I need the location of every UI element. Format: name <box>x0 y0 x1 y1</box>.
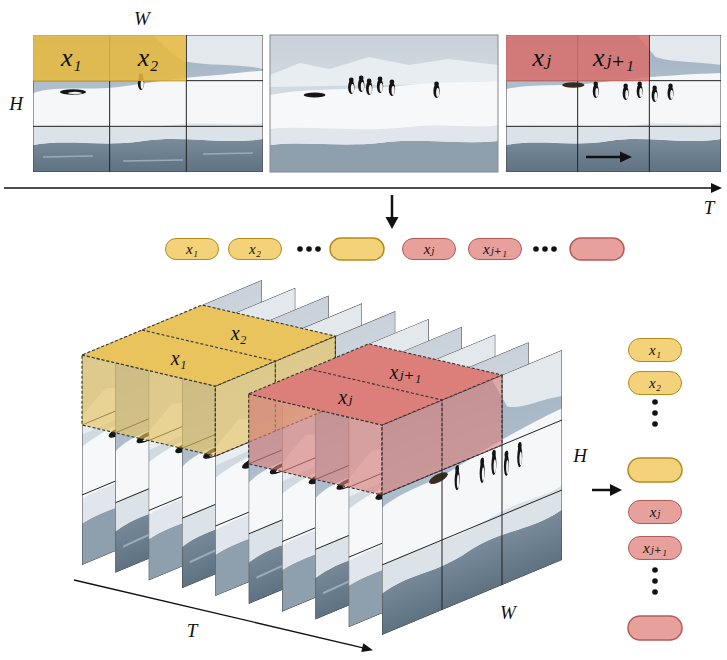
token-label: xⱼ₊₁ <box>483 242 507 257</box>
time-axis <box>74 580 363 648</box>
token-label: xⱼ₊₁ <box>593 45 634 71</box>
ellipsis-dot <box>551 246 557 252</box>
token-pill: xⱼ <box>402 238 456 260</box>
tubelet-top <box>249 344 502 425</box>
token-pill: xⱼ₊₁ <box>468 238 522 260</box>
frame-border <box>270 35 498 172</box>
tubelet-face: x₁ <box>168 346 190 370</box>
axis-label: H <box>9 94 23 113</box>
ellipsis-dot <box>652 399 658 405</box>
tubelet-face: xⱼ <box>335 385 355 409</box>
frame-stack <box>82 280 562 635</box>
video-frame <box>33 35 263 172</box>
video-frame <box>506 35 721 172</box>
motion-arrow <box>620 152 632 163</box>
axis-label: T <box>704 198 715 217</box>
patch-grid <box>33 35 263 172</box>
empty-token <box>330 238 384 260</box>
token-pill: x₁ <box>628 338 682 362</box>
token-label: x₂ <box>138 45 159 71</box>
token-label: x₂ <box>231 323 247 343</box>
flow-arrow <box>610 484 622 496</box>
tubelet-face: xⱼ₊₁ <box>386 360 424 384</box>
token-pill: x₁ <box>165 238 219 260</box>
empty-token <box>628 458 682 482</box>
token-column <box>628 399 682 640</box>
ellipsis-dot <box>297 246 303 252</box>
token-label: xⱼ <box>650 505 661 520</box>
axis-label: T <box>187 621 198 640</box>
patch-token: x₁ <box>33 35 110 81</box>
token-pill: x₂ <box>228 238 282 260</box>
flow-arrow <box>391 195 394 218</box>
tubelet-red <box>249 344 502 495</box>
token-label: x₁ <box>649 343 661 358</box>
ellipsis-dot <box>652 410 658 416</box>
ellipsis-dot <box>652 567 658 573</box>
ellipsis-dot <box>315 246 321 252</box>
tubelet-face: x₂ <box>228 321 250 345</box>
token-label: x₁ <box>186 242 198 257</box>
video-frames <box>33 35 721 172</box>
empty-token <box>570 238 624 260</box>
time-axis <box>4 187 713 188</box>
ellipsis-dot <box>652 589 658 595</box>
ellipsis-dot <box>542 246 548 252</box>
token-label: xⱼ₊₁ <box>643 541 667 556</box>
ellipsis-dot <box>533 246 539 252</box>
axis-label: W <box>134 9 150 28</box>
token-label: xⱼ₊₁ <box>389 362 421 382</box>
patch-grid <box>506 35 721 172</box>
time-axis <box>361 643 373 652</box>
token-label: x₁ <box>171 348 187 368</box>
ellipsis-dot <box>652 578 658 584</box>
video-frame <box>270 35 498 172</box>
patch-token: x₂ <box>110 35 187 81</box>
axis-label: W <box>500 603 516 622</box>
token-label: xⱼ <box>338 387 352 407</box>
flow-arrow <box>386 217 399 229</box>
token-label: xⱼ <box>533 45 551 71</box>
ellipsis-dot <box>306 246 312 252</box>
tubelet-divider <box>309 369 442 470</box>
flow-arrow <box>592 489 612 492</box>
token-label: x₂ <box>649 376 661 391</box>
time-axis <box>711 183 722 193</box>
token-label: x₂ <box>249 242 261 257</box>
token-pill: x₂ <box>628 371 682 395</box>
empty-token <box>628 616 682 640</box>
token-pill: xⱼ <box>628 500 682 524</box>
token-label: xⱼ <box>424 242 435 257</box>
ellipsis-dot <box>652 421 658 427</box>
patch-token: xⱼ <box>506 35 578 81</box>
token-pill: xⱼ₊₁ <box>628 536 682 560</box>
patch-token: xⱼ₊₁ <box>578 35 650 81</box>
token-label: x₁ <box>61 45 82 71</box>
token-sequence <box>297 238 624 260</box>
motion-arrow <box>586 156 621 159</box>
axis-label: H <box>573 446 587 465</box>
